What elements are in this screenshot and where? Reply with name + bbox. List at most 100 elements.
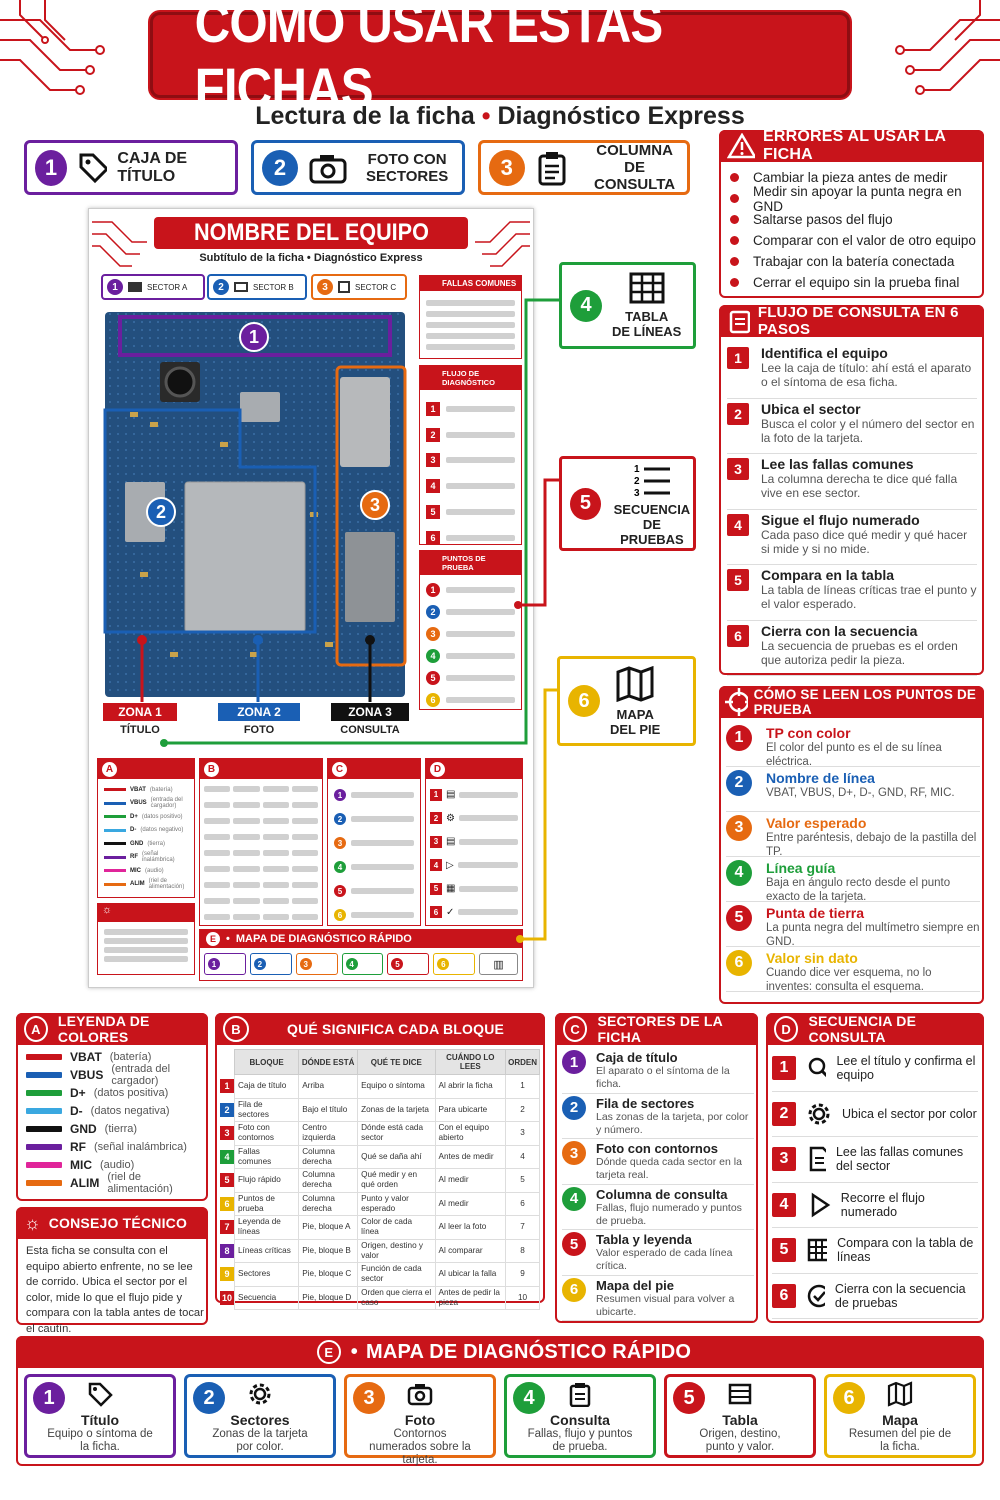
lightbulb-icon: ☼ — [24, 1212, 41, 1233]
color-legend-row: RF(señal inalámbrica) — [26, 1138, 206, 1156]
error-item: Trabajar con la batería conectada — [730, 251, 980, 272]
subtitle-separator: • — [481, 102, 491, 130]
subtitle-left: Lectura de la ficha — [255, 102, 475, 130]
pcb-marker-2: 2 — [146, 497, 176, 527]
page-title-banner: CÓMO USAR ESTAS FICHAS — [150, 0, 850, 119]
svg-text:3: 3 — [634, 488, 640, 497]
mini-legend-row: RF(señal inalámbrica) — [104, 851, 190, 865]
map-icon — [887, 1381, 913, 1407]
callout-map: 6 MAPA DEL PIE — [557, 656, 696, 746]
sheet-subtitle: Subtítulo de la ficha • Diagnóstico Expr… — [199, 252, 423, 264]
mini-legend-row: MIC(audio) — [104, 864, 190, 878]
camera-icon — [309, 154, 347, 183]
legend-label-title: CAJA DE TÍTULO — [117, 149, 188, 185]
sheet-block-c: C 1 2 3 4 5 6 — [327, 758, 421, 926]
color-legend-row: MIC(audio) — [26, 1156, 206, 1174]
error-item: Cambiar la pieza antes de medir — [730, 167, 980, 188]
sheet-title-banner: NOMBRE DEL EQUIPO — [154, 217, 468, 249]
circuit-decoration — [92, 221, 147, 267]
circuit-decoration-right — [895, 0, 1000, 95]
section-e-header: E•MAPA DE DIAGNÓSTICO RÁPIDO — [16, 1336, 984, 1368]
mini-legend-row: D-(datos negativo) — [104, 824, 190, 838]
sheet-block-b: B — [199, 758, 323, 926]
tip-header: ☼CONSEJO TÉCNICO — [16, 1207, 208, 1239]
camera-icon — [407, 1384, 433, 1406]
play-icon — [811, 1192, 831, 1218]
legend-number-2: 2 — [262, 149, 298, 186]
errors-header: ERRORES AL USAR LA FICHA — [719, 128, 984, 163]
circuit-decoration — [475, 221, 530, 267]
section-d-panel — [766, 1013, 984, 1323]
sheet-col-flujo: FLUJO DE DIAGNÓSTICO 1 2 3 4 5 6 — [419, 365, 522, 545]
numbered-list-icon: 123 — [634, 464, 670, 499]
points-header: CÓMO SE LEEN LOS PUNTOS DE PRUEBA — [719, 686, 984, 718]
sheet-block-tip: ☼ — [97, 903, 195, 975]
check-icon — [807, 1284, 825, 1307]
color-legend-row: D-(datos negativa) — [26, 1102, 206, 1120]
svg-text:1: 1 — [634, 464, 640, 475]
mini-legend-row: D+(datos positivo) — [104, 810, 190, 824]
error-item: Medir sin apoyar la punta negra en GND — [730, 184, 980, 214]
mini-legend-row: GND(tierra) — [104, 837, 190, 851]
sheet-title: NOMBRE DEL EQUIPO — [193, 219, 429, 246]
crosshair-icon — [725, 688, 748, 716]
color-legend-row: GND(tierra) — [26, 1120, 206, 1138]
tag-icon — [79, 153, 108, 183]
page-subtitle: Lectura de la ficha • Diagnóstico Expres… — [150, 102, 850, 131]
sheet-map-strip: E•MAPA DE DIAGNÓSTICO RÁPIDO 1 2 3 4 5 6… — [199, 929, 523, 981]
legend-number-1: 1 — [35, 149, 68, 186]
svg-text:2: 2 — [634, 476, 640, 487]
document-icon — [809, 1147, 826, 1172]
flow-title: FLUJO DE CONSULTA EN 6 PASOS — [757, 304, 959, 338]
legend-box-title: 1 CAJA DE TÍTULO — [24, 140, 238, 195]
zone-3-label: ZONA 3 CONSULTA — [331, 703, 409, 736]
errors-title: ERRORES AL USAR LA FICHA — [762, 128, 946, 163]
callout-table: 4 TABLA DE LÍNEAS — [559, 262, 696, 349]
grid-icon — [807, 1239, 828, 1262]
section-c-panel — [555, 1013, 758, 1323]
error-item: Saltarse pasos del flujo — [730, 209, 980, 230]
clipboard-icon — [569, 1383, 591, 1408]
mini-legend-row: ALIM(riel de alimentación) — [104, 878, 190, 892]
pcb-marker-3: 3 — [360, 490, 390, 520]
